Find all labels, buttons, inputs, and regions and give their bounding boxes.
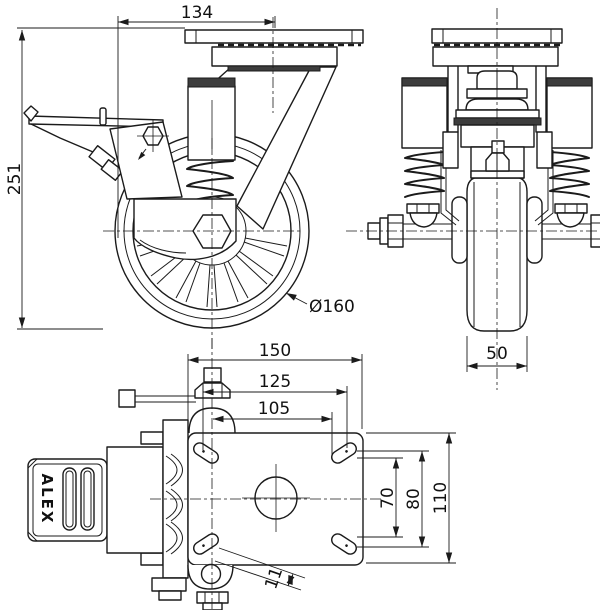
dim-plate-length: 150 xyxy=(187,341,363,429)
spring-unit xyxy=(367,65,468,264)
dim-label-134: 134 xyxy=(181,3,213,23)
pedal-ridge xyxy=(62,467,77,531)
dim-wheel-width: 50 xyxy=(466,336,528,372)
dim-label-150: 150 xyxy=(259,341,291,361)
dim-label-80: 80 xyxy=(404,488,424,510)
brake-arm-panel xyxy=(109,121,183,200)
dim-label-diameter: Ø160 xyxy=(309,297,355,317)
dim-wheel-diameter: Ø160 xyxy=(284,290,355,317)
dim-plate-vertical-group: 70 80 110 xyxy=(357,432,456,564)
dim-label-251: 251 xyxy=(5,163,25,195)
bottom-swivel-plan xyxy=(187,563,234,610)
view-side-elevation: 134 251 Ø160 xyxy=(5,3,364,352)
brake-arm-plan xyxy=(106,419,189,601)
dim-label-105: 105 xyxy=(258,399,290,419)
brake-lever-assembly xyxy=(23,105,183,200)
spring-slider xyxy=(187,85,236,161)
suspension-spring xyxy=(186,160,234,213)
dim-bolt-span-105: 105 xyxy=(213,399,333,460)
top-plate-side xyxy=(184,29,364,72)
dim-overall-height: 251 xyxy=(5,27,185,330)
brake-pedal-tip xyxy=(23,105,39,122)
view-front-elevation: 50 xyxy=(346,8,600,390)
brand-label: ALEX xyxy=(38,474,56,525)
pedal-ridge xyxy=(80,467,95,531)
dim-label-70: 70 xyxy=(378,487,398,509)
brake-pedal-plan: ALEX xyxy=(27,458,108,542)
dim-swivel-offset: 134 xyxy=(117,3,276,238)
dim-label-50: 50 xyxy=(486,344,508,364)
dim-bolt-span-125: 125 xyxy=(202,372,348,450)
brake-housing-front xyxy=(442,98,553,179)
dim-label-110: 110 xyxy=(431,482,451,514)
dim-label-11: 11 xyxy=(261,565,287,592)
view-plan: ALEX xyxy=(27,338,456,610)
swivel-fork-leg xyxy=(236,66,337,230)
dim-label-125: 125 xyxy=(259,372,291,392)
